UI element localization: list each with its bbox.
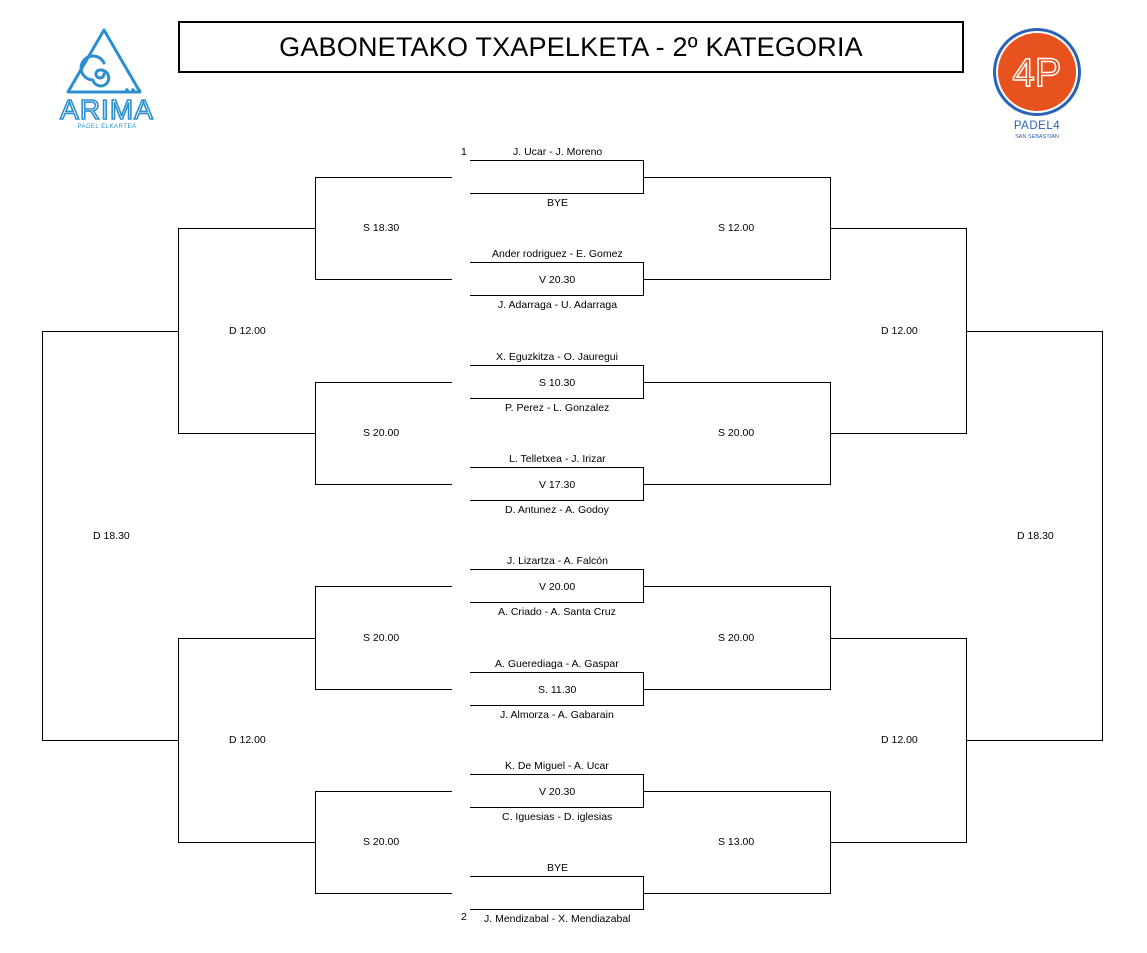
match-box-top: [470, 160, 644, 161]
match-time: S. 11.30: [538, 684, 577, 696]
bracket-line: [830, 228, 967, 229]
match-box-bottom: [470, 500, 644, 501]
match-time: V 17.30: [539, 479, 576, 491]
team-name: J. Lizartza - A. Falcón: [507, 555, 608, 567]
match-box-top: [470, 467, 644, 468]
team-name: A. Criado - A. Santa Cruz: [498, 606, 616, 618]
bracket-line: [178, 638, 316, 639]
match-box-top: [470, 774, 644, 775]
bracket-line: [315, 689, 452, 690]
round2-time: S 18.30: [363, 222, 400, 234]
bracket-line: [830, 638, 967, 639]
bracket-line: [1102, 331, 1103, 741]
svg-text:PADEL4: PADEL4: [1014, 120, 1060, 132]
round2-time: S 20.00: [363, 632, 400, 644]
round2-time: S 13.00: [718, 836, 755, 848]
team-name: K. De Miguel - A. Ucar: [505, 760, 609, 772]
match-box-bottom: [470, 705, 644, 706]
round2-time: S 20.00: [363, 836, 400, 848]
bracket-line: [315, 279, 452, 280]
bracket-line: [315, 586, 452, 587]
round2-time: S 20.00: [718, 427, 755, 439]
svg-text:4P: 4P: [1013, 51, 1062, 95]
match-time: V 20.30: [539, 274, 576, 286]
bracket-line: [178, 842, 316, 843]
round3-time: D 12.00: [229, 734, 266, 746]
bracket-line: [315, 382, 452, 383]
team-name: A. Guerediaga - A. Gaspar: [495, 658, 619, 670]
bracket-line: [643, 586, 831, 587]
team-name: J. Almorza - A. Gabarain: [500, 709, 614, 721]
round3-time: D 12.00: [881, 325, 918, 337]
team-name: J. Mendizabal - X. Mendiazabal: [484, 913, 631, 925]
bracket-line: [643, 791, 831, 792]
bracket-line: [178, 433, 316, 434]
svg-text:PADEL ELKARTEA: PADEL ELKARTEA: [78, 124, 137, 130]
team-name: J. Adarraga - U. Adarraga: [498, 299, 618, 311]
match-box-bottom: [470, 602, 644, 603]
round4-time: D 18.30: [1017, 530, 1054, 542]
round4-time: D 18.30: [93, 530, 130, 542]
tournament-title: GABONETAKO TXAPELKETA - 2º KATEGORIA: [178, 21, 964, 73]
bracket-line: [643, 484, 831, 485]
svg-text:SAN SEBASTIAN: SAN SEBASTIAN: [1015, 134, 1059, 140]
bracket-line: [966, 331, 1103, 332]
bracket-line: [643, 382, 831, 383]
bracket-line: [643, 893, 831, 894]
bracket-line: [42, 740, 179, 741]
round2-time: S 20.00: [363, 427, 400, 439]
team-name: Ander rodriguez - E. Gomez: [492, 248, 623, 260]
round3-time: D 12.00: [229, 325, 266, 337]
svg-text:ARIMA: ARIMA: [60, 94, 154, 125]
team-name: BYE: [547, 862, 569, 874]
match-box-top: [470, 569, 644, 570]
bracket-line: [42, 331, 43, 741]
arima-logo: ARIMA PADEL ELKARTEA: [59, 28, 154, 130]
match-box-bottom: [470, 295, 644, 296]
bracket-line: [966, 740, 1103, 741]
team-name: P. Perez - L. Gonzalez: [505, 402, 610, 414]
bracket-line: [178, 228, 316, 229]
round2-time: S 20.00: [718, 632, 755, 644]
match-box-bottom: [470, 909, 644, 910]
match-time: S 10.30: [539, 377, 576, 389]
bracket-line: [830, 842, 967, 843]
match-box-top: [470, 876, 644, 877]
bracket-line: [315, 484, 452, 485]
team-name: C. Iguesias - D. iglesias: [502, 811, 613, 823]
round3-time: D 12.00: [881, 734, 918, 746]
seed-number: 2: [461, 911, 467, 923]
bracket-line: [42, 331, 179, 332]
team-name: X. Eguzkitza - O. Jauregui: [496, 351, 618, 363]
match-box-top: [470, 262, 644, 263]
bracket-line: [643, 689, 831, 690]
bracket-line: [643, 177, 831, 178]
team-name: L. Telletxea - J. Irizar: [509, 453, 606, 465]
padel4-logo: 4P PADEL4 SAN SEBASTIAN: [993, 28, 1081, 140]
match-box-top: [470, 672, 644, 673]
round2-time: S 12.00: [718, 222, 755, 234]
team-name: J. Ucar - J. Moreno: [513, 146, 603, 158]
match-box-bottom: [470, 807, 644, 808]
bracket-line: [643, 279, 831, 280]
team-name: BYE: [547, 197, 569, 209]
match-time: V 20.30: [539, 786, 576, 798]
bracket-line: [830, 433, 967, 434]
match-box-bottom: [470, 193, 644, 194]
team-name: D. Antunez - A. Godoy: [505, 504, 609, 516]
seed-number: 1: [461, 146, 467, 158]
bracket-line: [315, 791, 452, 792]
match-box-top: [470, 365, 644, 366]
bracket-line: [315, 177, 452, 178]
match-time: V 20.00: [539, 581, 576, 593]
bracket-line: [315, 893, 452, 894]
match-box-bottom: [470, 398, 644, 399]
